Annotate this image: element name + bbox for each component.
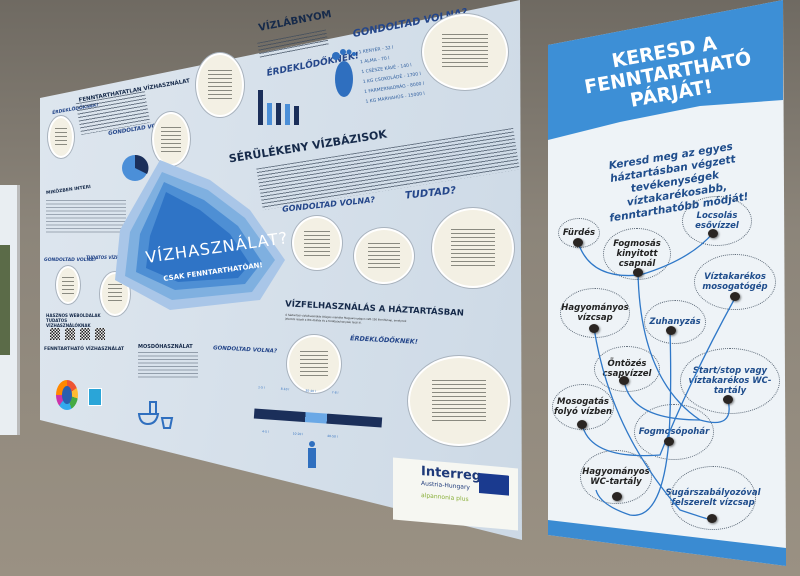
bubble-zuhanyzas: Zuhanyzás xyxy=(644,300,706,344)
peg[interactable] xyxy=(664,437,674,446)
cord[interactable] xyxy=(595,329,672,516)
bar-chart-graphic xyxy=(258,90,299,125)
info-circle xyxy=(432,208,514,288)
info-circle xyxy=(422,14,508,90)
info-circle xyxy=(408,356,510,446)
qr-code[interactable] xyxy=(95,328,105,340)
text-block xyxy=(46,200,126,234)
info-circle xyxy=(152,112,190,166)
cord[interactable] xyxy=(593,327,713,521)
qr-codes xyxy=(50,328,105,340)
bubble-hagyomanyos-wc-tartaly: Hagyományos WC-tartály xyxy=(580,450,652,504)
cord[interactable] xyxy=(623,379,701,421)
info-circle xyxy=(287,335,341,393)
info-circle xyxy=(56,266,80,304)
sdg-wheel-logo xyxy=(56,380,78,410)
text-block xyxy=(138,352,198,378)
peg[interactable] xyxy=(619,376,629,385)
bubble-fogmosas-csapnal: Fogmosás kinyitott csapnál xyxy=(603,228,671,280)
info-circle xyxy=(100,272,130,316)
peg[interactable] xyxy=(666,326,676,335)
sdg-6-icon xyxy=(88,388,102,406)
qr-code[interactable] xyxy=(65,328,75,340)
section-title-hasznos: HASZNOS WEBOLDALAK TUDATOS VÍZHASZNÁLÓKN… xyxy=(46,313,101,328)
person-icon xyxy=(308,441,316,468)
partial-poster-left-edge xyxy=(0,185,20,435)
peg[interactable] xyxy=(612,492,622,501)
section-title-fenntarthato: FENNTARTHATÓ VÍZHASZNÁLAT xyxy=(44,347,125,352)
info-circle xyxy=(196,53,244,117)
heading-gondoltad-small: GONDOLTAD VOLNA? xyxy=(44,258,97,263)
peg[interactable] xyxy=(573,238,583,247)
footprint-icon xyxy=(332,49,356,97)
bubble-furdes: Fürdés xyxy=(558,218,600,248)
info-circle xyxy=(48,116,74,158)
info-circle xyxy=(292,216,342,270)
peg[interactable] xyxy=(707,514,717,523)
bubble-viztakarekos-mosogatogep: Víztakarékos mosogatógép xyxy=(694,254,776,310)
poster-photo xyxy=(0,245,10,355)
peg[interactable] xyxy=(633,268,643,277)
section-title-mosdo: MOSDÓHASZNÁLAT xyxy=(138,344,193,350)
peg[interactable] xyxy=(708,229,718,238)
info-circle xyxy=(354,228,414,284)
peg[interactable] xyxy=(730,292,740,301)
cord[interactable] xyxy=(637,271,730,424)
qr-code[interactable] xyxy=(50,328,60,340)
peg[interactable] xyxy=(589,324,599,333)
water-drop-graphic xyxy=(100,150,290,310)
pie-chart-graphic xyxy=(122,154,149,181)
toilet-icon xyxy=(137,401,174,429)
bubble-start-stop-wc: Start/stop vagy víztakarékos WC-tartály xyxy=(680,348,780,414)
peg[interactable] xyxy=(577,420,587,429)
bubble-fogmosopohar: Fogmosópohár xyxy=(634,404,714,460)
bubble-locsolas-esovizzel: Locsolás esővízzel xyxy=(682,196,752,246)
peg[interactable] xyxy=(723,395,733,404)
qr-code[interactable] xyxy=(80,328,90,340)
cord[interactable] xyxy=(577,232,714,277)
